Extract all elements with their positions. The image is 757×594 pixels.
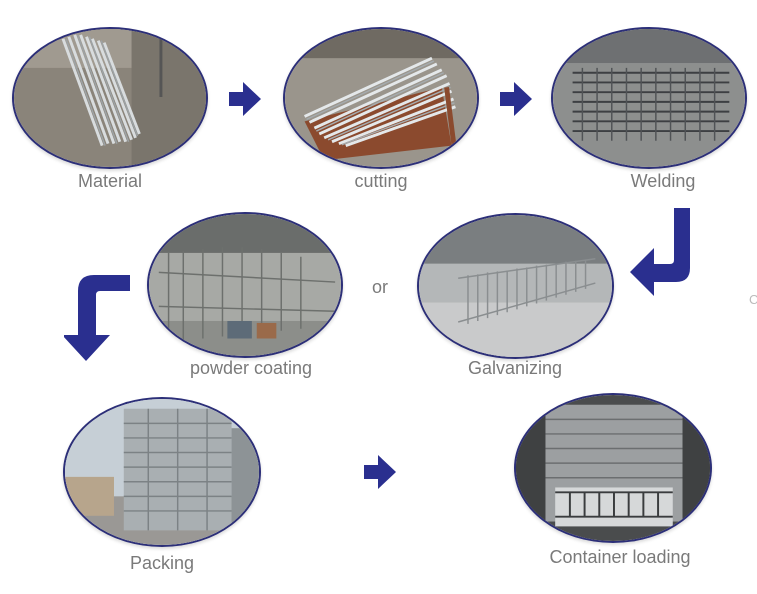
packing-photo [63,397,261,547]
arrow-curved-down-left-icon [630,208,690,296]
material-photo [12,27,208,169]
cutting-photo [283,27,479,169]
step-label-cutting: cutting [354,171,408,191]
powder-coating-photo [147,212,343,358]
arrow-right-icon [229,82,261,116]
galvanizing-photo [417,213,614,359]
step-label-container-loading: Container loading [549,547,691,567]
arrow-curved-left-down-icon [64,275,130,361]
arrow-right-icon [500,82,532,116]
container-loading-photo [514,393,712,543]
welding-photo [551,27,747,169]
arrow-right-icon [364,455,396,489]
step-label-packing: Packing [129,553,195,573]
or-connector: or [372,277,389,297]
edge-mark: C [749,292,757,307]
step-label-galvanizing: Galvanizing [467,358,563,378]
step-label-material: Material [77,171,143,191]
step-label-powder-coating: powder coating [189,358,313,378]
step-label-welding: Welding [630,171,696,191]
